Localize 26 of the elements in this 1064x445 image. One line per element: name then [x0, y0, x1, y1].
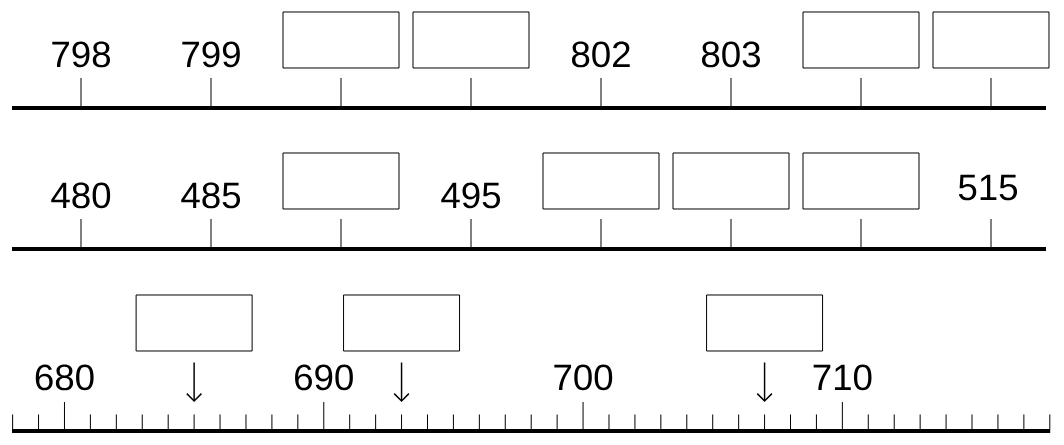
arrow [756, 361, 773, 402]
number-label: 680 [35, 364, 94, 391]
answer-box [706, 294, 824, 352]
arrow [186, 361, 203, 402]
answer-box [542, 152, 660, 210]
answer-box [802, 11, 920, 69]
arrow [393, 361, 410, 402]
number-label: 798 [52, 41, 110, 68]
number-label: 485 [181, 182, 241, 209]
number-label: 799 [182, 41, 240, 68]
answer-box [282, 152, 400, 210]
number-label: 495 [441, 182, 501, 209]
answer-box [282, 11, 400, 69]
answer-box [135, 294, 253, 352]
number-label: 700 [554, 364, 613, 391]
number-label: 515 [958, 174, 1017, 201]
answer-box [802, 152, 920, 210]
number-label: 803 [702, 41, 760, 68]
answer-box [932, 11, 1050, 69]
number-label: 802 [572, 41, 630, 68]
answer-box [412, 11, 530, 69]
number-label: 480 [51, 182, 111, 209]
answer-box [343, 294, 461, 352]
number-label: 690 [295, 364, 353, 391]
number-label: 710 [813, 364, 872, 391]
answer-box [672, 152, 790, 210]
